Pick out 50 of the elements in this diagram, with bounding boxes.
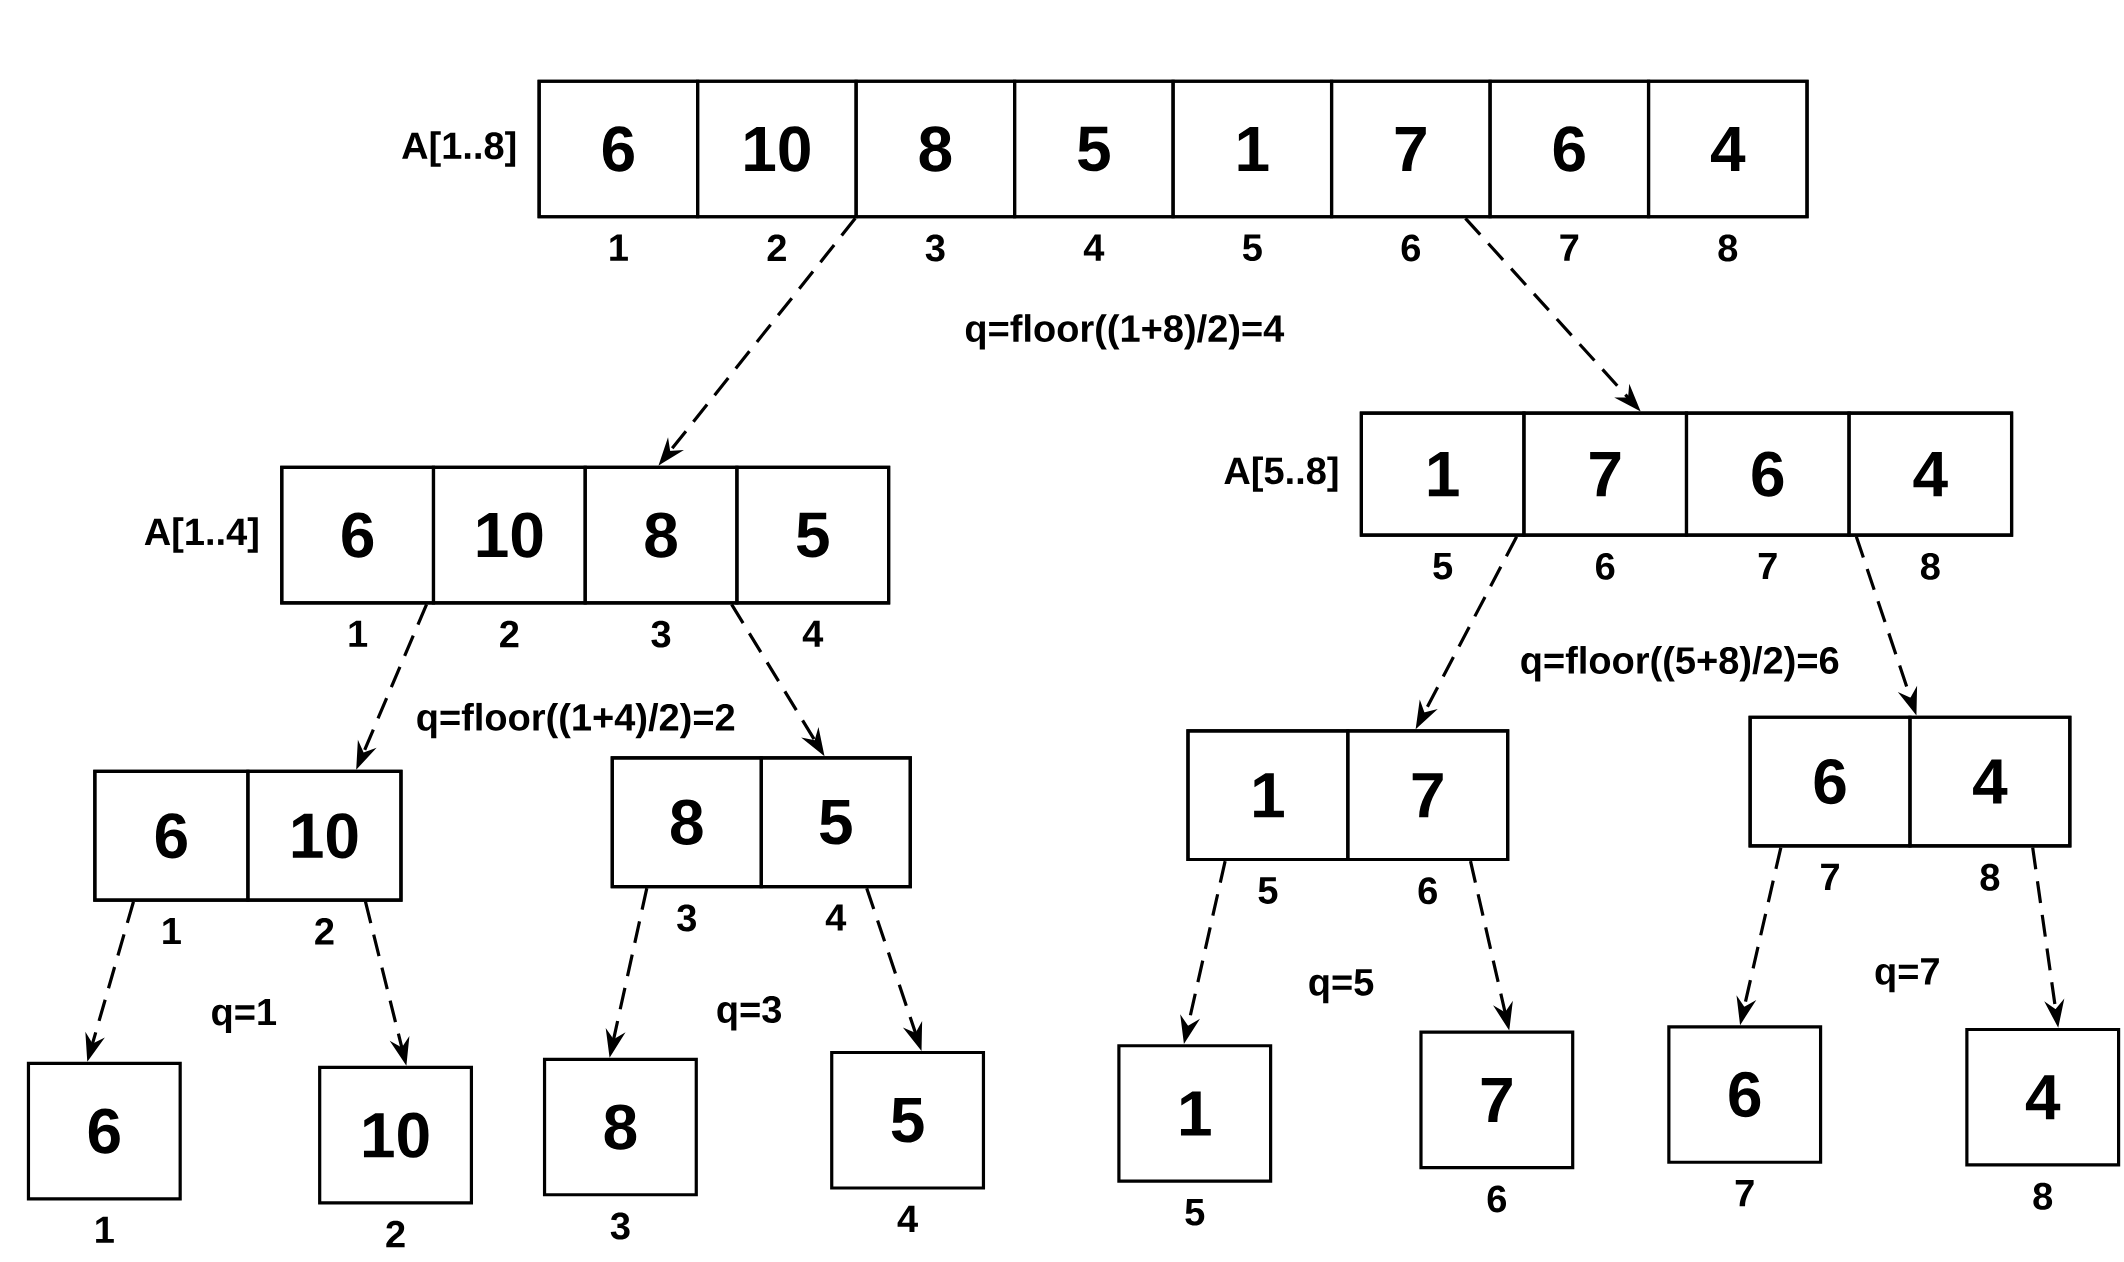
node-label: 2 [500,620,519,647]
node-label: 7 [1821,863,1839,890]
node-label: 2 [767,234,786,261]
node-label: 3 [651,620,671,648]
node-label: 7 [1758,552,1777,579]
array-cell: 8 3 [542,1057,698,1240]
split-label: q=floor((1+4)/2)=2 [417,702,735,739]
node-label: 6 [1418,877,1437,905]
node-label: 3 [677,904,696,932]
node-label: 4 [802,620,824,647]
node-label: 4 [825,904,847,931]
node-label: 6 [1401,234,1421,262]
node-label: 5 [1258,877,1278,904]
array-cell: 4 8 [1965,1027,2121,1210]
node-label: A[1..4] [144,517,258,553]
split-label: q=5 [1309,968,1374,1003]
array-cell: 1 5 [1117,1043,1273,1226]
node-label: A[5..8] [1224,456,1338,492]
node-label: 6 [1596,552,1615,580]
split-label: q=3 [717,995,781,1031]
array-cell: 10 2 [318,1065,473,1248]
node-label: 3 [925,234,945,262]
node-label: 5 [1433,552,1453,580]
node-label: 5 [1185,1198,1205,1226]
node-label: 1 [610,234,628,261]
node-label: 1 [163,917,181,944]
array-cell: 6 1 [26,1061,182,1243]
split-label: q=floor((1+8)/2)=4 [965,313,1285,350]
node-label: 5 [1242,234,1262,261]
node-label: 6 [1487,1185,1507,1213]
array-cell: 7 6 [1419,1030,1575,1213]
split-label: q=1 [212,998,277,1033]
node-label: 8 [1980,863,2000,891]
node-label: 8 [1718,234,1738,262]
node-label: 8 [2033,1182,2053,1210]
node-label: 1 [96,1216,114,1243]
node-label: 2 [386,1220,405,1248]
node-label: 7 [1735,1179,1754,1207]
node-label: 7 [1560,234,1579,261]
node-label: 8 [1920,552,1940,580]
node-label: A[1..8] [402,131,516,167]
split-label: q=floor((5+8)/2)=6 [1521,645,1839,682]
node-label: 4 [1083,234,1105,261]
array-cell: 5 4 [830,1050,986,1232]
node-label: 1 [349,620,368,647]
node-label: 2 [315,917,334,945]
node-label: 4 [897,1205,918,1232]
split-label: q=7 [1875,958,1939,993]
node-label: 3 [610,1212,630,1240]
array-cell: 6 7 [1667,1024,1823,1207]
